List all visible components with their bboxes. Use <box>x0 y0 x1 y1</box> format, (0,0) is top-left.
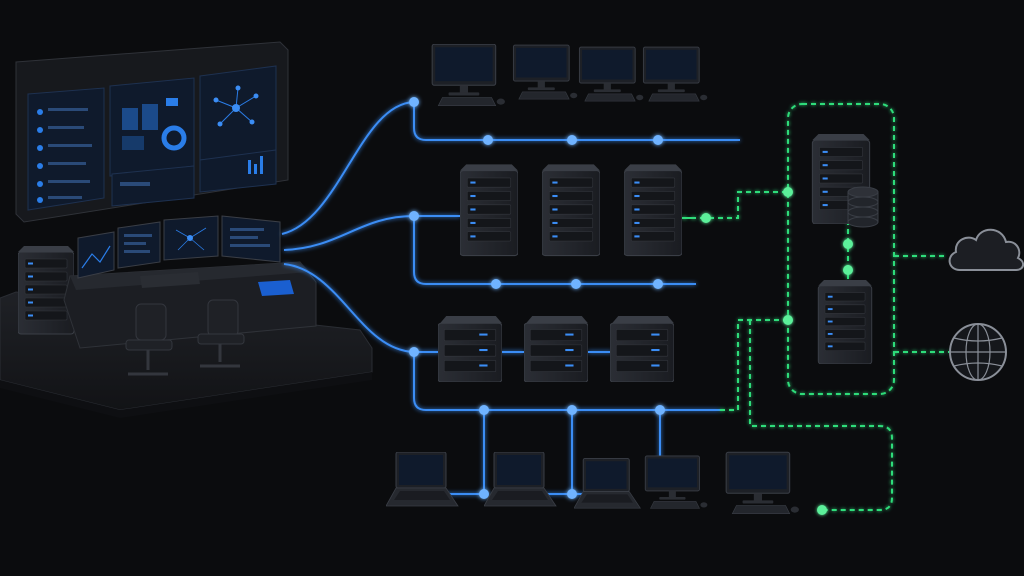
tower-server <box>542 163 600 257</box>
rack-server <box>438 316 502 382</box>
operations-center <box>0 41 373 418</box>
tower-server <box>460 163 518 257</box>
desktop-workstation <box>725 451 800 515</box>
cloud-icon <box>948 228 1024 271</box>
desktop-row-top <box>431 44 708 107</box>
laptop-client <box>484 452 557 507</box>
blue-link-nodes <box>409 97 665 499</box>
green-network-links <box>682 103 950 511</box>
server-row-rack <box>438 316 674 382</box>
server-row-towers <box>460 163 682 257</box>
video-wall <box>15 41 289 223</box>
desktop-workstation <box>642 46 708 102</box>
desktop-workstation <box>578 46 644 102</box>
operator-chair-right <box>197 299 245 368</box>
desktop-workstation <box>644 455 708 509</box>
donut-chart-icon <box>161 125 187 151</box>
rack-server <box>524 316 588 382</box>
tablet-icon <box>258 280 294 296</box>
datacenter-server <box>817 280 873 364</box>
client-row-bottom <box>386 451 800 515</box>
desktop-workstation <box>512 44 578 100</box>
desktop-workstation <box>431 44 506 107</box>
blue-network-links <box>281 101 740 495</box>
operator-console <box>63 215 317 376</box>
green-link-nodes <box>701 187 853 515</box>
rack-server <box>610 316 674 382</box>
tower-server <box>624 163 682 257</box>
globe-icon <box>949 323 1007 381</box>
control-room-server <box>18 245 74 335</box>
laptop-client <box>386 452 459 507</box>
datacenter-cluster <box>811 134 879 364</box>
laptop-client <box>574 458 641 509</box>
database-icon <box>847 186 879 228</box>
operator-chair-left <box>125 303 173 376</box>
status-list-dots <box>37 109 43 203</box>
